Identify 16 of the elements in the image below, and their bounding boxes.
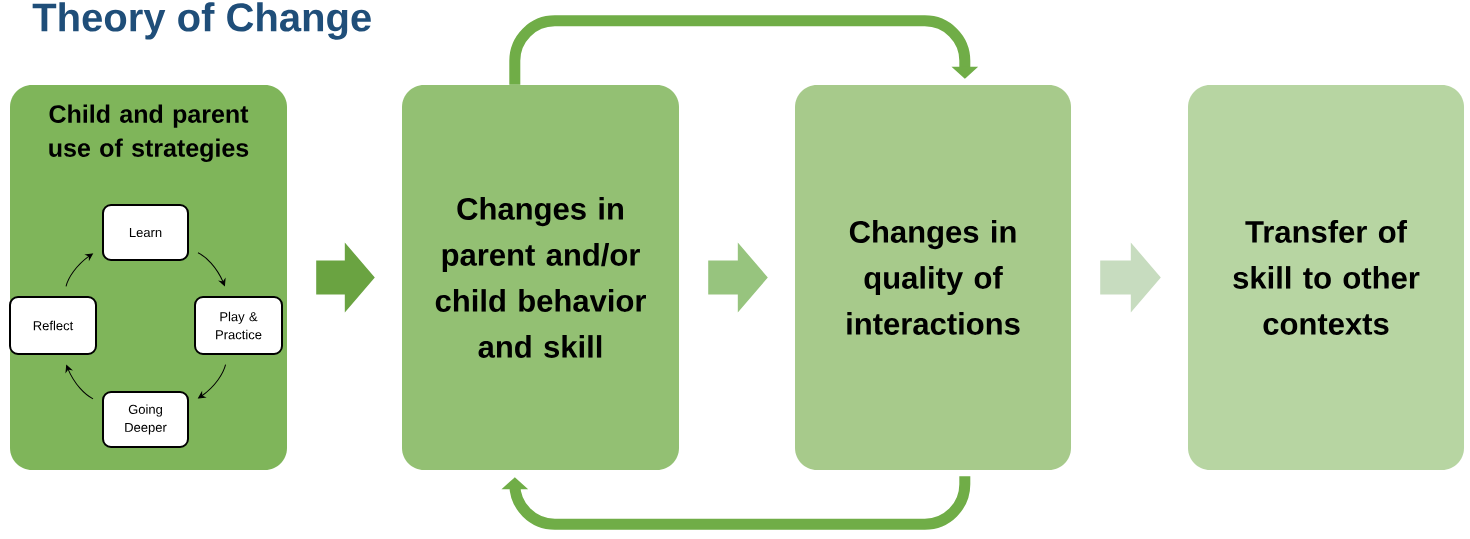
title: Theory of Change: [32, 2, 371, 40]
arrow: [65, 365, 94, 400]
arrow: [65, 253, 93, 287]
block-arrow: [708, 242, 768, 313]
step-box: Reflect: [9, 296, 97, 355]
feedback-arrow: [509, 15, 979, 85]
block-arrow: [316, 242, 375, 313]
step-box: Learn: [102, 204, 189, 261]
stage-box: Changes in parent and/or child behavior and skill: [402, 85, 679, 470]
step-box: Play & Practice: [194, 296, 283, 355]
stage-box: Transfer of skill to other contexts: [1188, 85, 1464, 470]
block-arrow: [1100, 242, 1161, 313]
arrow: [198, 364, 227, 399]
step-box: Going Deeper: [102, 391, 189, 448]
stage-box: Changes in quality of interactions: [795, 85, 1071, 470]
arrow: [197, 252, 226, 286]
